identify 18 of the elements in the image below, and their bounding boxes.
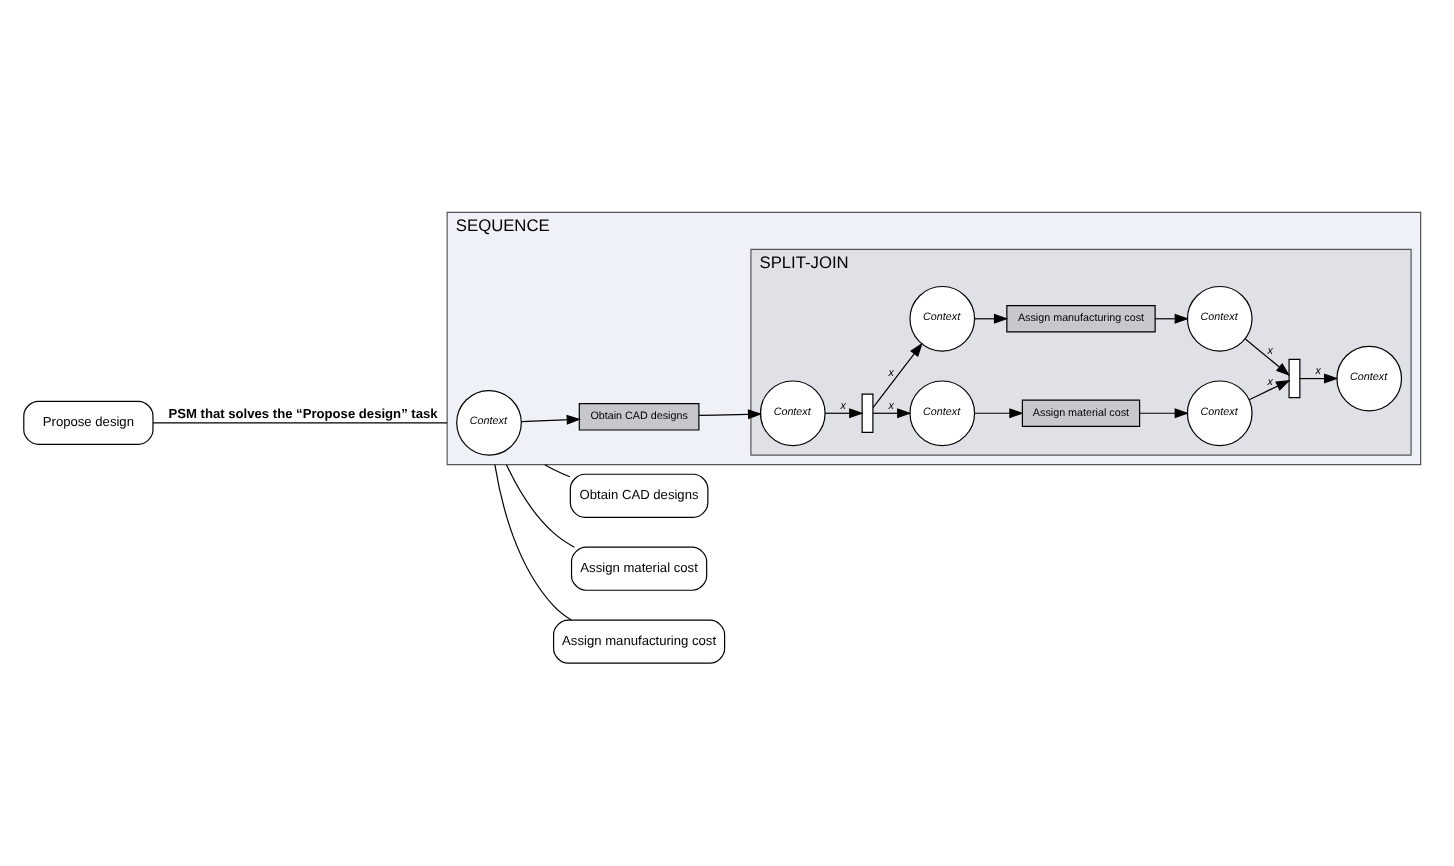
connector	[505, 464, 575, 548]
arrow	[974, 408, 1024, 419]
arrow	[872, 408, 912, 419]
arrow	[1244, 338, 1291, 376]
node-bar	[861, 393, 874, 433]
connector	[544, 464, 571, 478]
arrow	[824, 408, 864, 419]
connector	[152, 422, 448, 424]
arrow	[1154, 313, 1189, 324]
connector	[494, 464, 572, 621]
arrow	[1248, 379, 1291, 401]
node-bar	[1288, 358, 1301, 399]
arrow	[698, 409, 763, 420]
arrow	[872, 342, 923, 409]
arrow	[1139, 408, 1189, 419]
arrow	[1299, 373, 1339, 384]
arrow	[974, 313, 1009, 324]
arrow	[520, 414, 581, 425]
